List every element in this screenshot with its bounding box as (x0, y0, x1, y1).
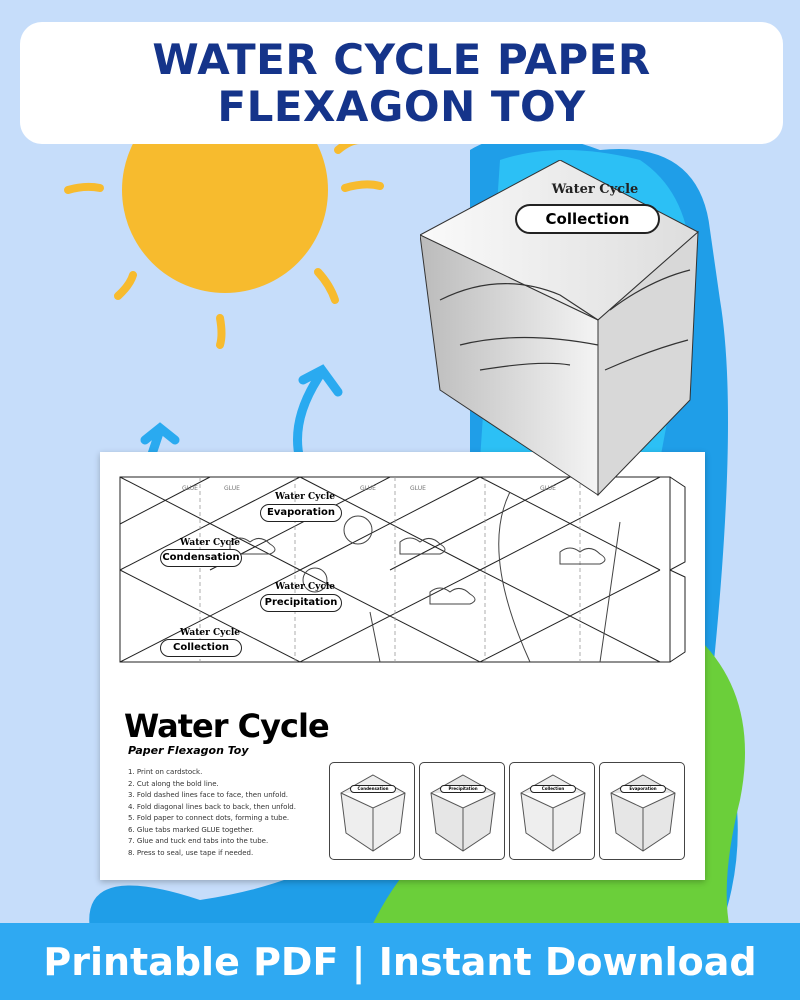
face-brand: Water Cycle (180, 628, 240, 638)
title-banner: WATER CYCLE PAPER FLEXAGON TOY (20, 22, 783, 144)
face-brand: Water Cycle (275, 492, 335, 502)
glue-label: GLUE (360, 485, 376, 492)
footer-text: Printable PDF | Instant Download (43, 939, 757, 984)
thumbnail-collection: Collection (509, 762, 595, 860)
thumbnail-precipitation: Precipitation (419, 762, 505, 860)
glue-label: GLUE (410, 485, 426, 492)
instruction-step: 7. Glue and tuck end tabs into the tube. (128, 837, 269, 845)
face-label-precipitation: Precipitation (260, 594, 342, 612)
instruction-step: 4. Fold diagonal lines back to back, the… (128, 802, 296, 811)
face-brand: Water Cycle (275, 582, 335, 592)
instruction-step: 3. Fold dashed lines face to face, then … (128, 791, 289, 799)
page-title: WATER CYCLE PAPER FLEXAGON TOY (152, 35, 651, 131)
instruction-step: 5. Fold paper to connect dots, forming a… (128, 814, 290, 822)
folded-flexagon-cube: Water Cycle Collection (418, 159, 705, 500)
arrow-icon (140, 364, 343, 465)
face-label-condensation: Condensation (160, 549, 242, 567)
instructions-list: 1. Print on cardstock. 2. Cut along the … (128, 767, 296, 859)
face-label-evaporation: Evaporation (260, 504, 342, 522)
face-label-collection: Collection (160, 639, 242, 657)
instruction-step: 6. Glue tabs marked GLUE together. (128, 825, 254, 834)
thumbnail-evaporation: Evaporation (599, 762, 685, 860)
cube-shape (418, 159, 699, 497)
footer-banner: Printable PDF | Instant Download (0, 923, 800, 1000)
cube-brand: Water Cycle (551, 182, 639, 197)
glue-label: GLUE (224, 485, 240, 492)
instruction-step: 1. Print on cardstock. (128, 768, 203, 776)
face-brand: Water Cycle (180, 538, 240, 548)
flexagon-template-lines (119, 476, 686, 663)
sheet-subtitle: Paper Flexagon Toy (128, 744, 249, 757)
flexagon-printable-sheet: GLUE GLUE GLUE GLUE GLUE Water Cycle Eva… (100, 452, 705, 880)
glue-label: GLUE (540, 485, 556, 492)
instruction-step: 8. Press to seal, use tape if needed. (128, 848, 254, 857)
glue-label: GLUE (182, 485, 198, 492)
sheet-title: Water Cycle (124, 707, 330, 745)
thumbnail-condensation: Condensation (329, 762, 415, 860)
instruction-step: 2. Cut along the bold line. (128, 779, 219, 788)
cube-face-label: Collection (515, 204, 660, 234)
